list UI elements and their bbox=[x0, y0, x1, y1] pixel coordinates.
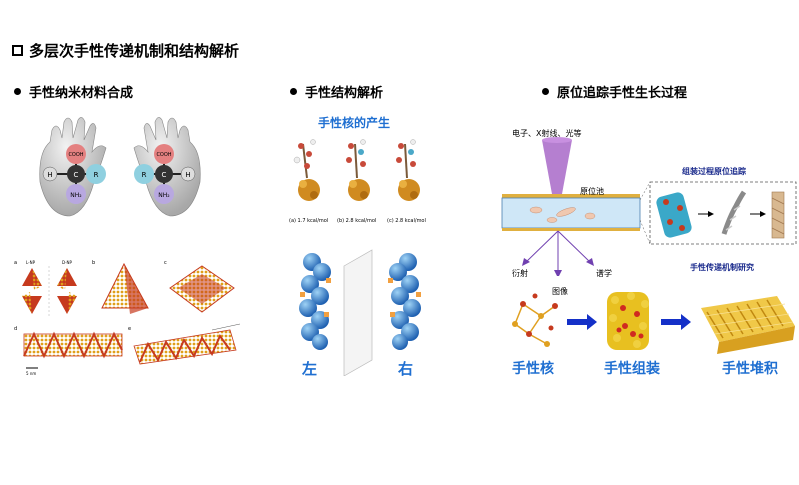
source-label: 电子、X射线、光等 bbox=[512, 129, 582, 138]
svg-text:L-NP: L-NP bbox=[26, 260, 36, 265]
twist-icon bbox=[721, 190, 747, 235]
section-structure: 手性结构解析 bbox=[290, 82, 383, 101]
stage-assembly: 手性组装 bbox=[604, 361, 660, 377]
arrow-right-icon bbox=[661, 314, 691, 330]
helix-mirror-illustration bbox=[299, 249, 421, 376]
svg-text:C: C bbox=[74, 171, 79, 179]
bullet-icon bbox=[290, 88, 297, 95]
bullet-icon bbox=[14, 88, 21, 95]
right-label: 右 bbox=[398, 360, 414, 378]
output-diffraction: 衍射 bbox=[512, 269, 528, 278]
svg-text:COOH: COOH bbox=[156, 152, 171, 158]
left-label: 左 bbox=[302, 360, 318, 378]
right-helix-icon bbox=[388, 253, 421, 350]
chiral-nucleus-heading: 手性核的产生 bbox=[318, 116, 391, 130]
svg-text:H: H bbox=[185, 171, 190, 179]
section-insitu: 原位追踪手性生长过程 bbox=[542, 82, 687, 101]
svg-text:H: H bbox=[47, 171, 52, 179]
mirror-plane bbox=[343, 249, 373, 376]
svg-text:D-NP: D-NP bbox=[62, 260, 73, 265]
svg-text:C: C bbox=[162, 171, 167, 179]
chiral-nucleus-icon bbox=[512, 293, 558, 347]
svg-text:(a) 1.7 kcal/mol: (a) 1.7 kcal/mol bbox=[289, 218, 328, 224]
svg-text:R: R bbox=[142, 171, 147, 179]
stage-nucleus: 手性核 bbox=[512, 361, 554, 377]
svg-text:R: R bbox=[94, 171, 99, 179]
chirality-stage-progression bbox=[512, 292, 795, 354]
svg-text:5 nm: 5 nm bbox=[26, 371, 36, 376]
left-helix-icon bbox=[299, 253, 331, 350]
bullet-icon bbox=[542, 88, 549, 95]
stage-stacking: 手性堆积 bbox=[722, 361, 778, 377]
mechanism-label: 手性传递机制研究 bbox=[690, 263, 754, 272]
chiral-stacking-icon bbox=[701, 296, 795, 354]
svg-text:d: d bbox=[14, 326, 17, 332]
svg-text:NH₂: NH₂ bbox=[158, 192, 170, 199]
cluster-icon bbox=[656, 192, 692, 238]
beam-cone bbox=[542, 140, 572, 194]
assembly-tracking-label: 组装过程原位追踪 bbox=[682, 167, 746, 176]
svg-text:COOH: COOH bbox=[68, 152, 83, 158]
chiral-nucleus-molecules: (a) 1.7 kcal/mol (b) 2.8 kcal/mol (c) 2.… bbox=[289, 139, 426, 224]
assembly-tracking-inset bbox=[640, 181, 797, 245]
chiral-assembly-icon bbox=[607, 292, 649, 350]
svg-text:e: e bbox=[128, 326, 131, 332]
svg-text:c: c bbox=[164, 260, 167, 266]
cell-label: 原位池 bbox=[580, 187, 604, 196]
svg-text:a: a bbox=[14, 260, 17, 266]
svg-text:b: b bbox=[92, 260, 95, 266]
square-bullet-icon bbox=[12, 45, 23, 56]
svg-text:NH₂: NH₂ bbox=[70, 192, 82, 199]
arrow-right-icon bbox=[567, 314, 597, 330]
svg-text:(c) 2.8 kcal/mol: (c) 2.8 kcal/mol bbox=[387, 218, 426, 224]
insitu-cell-diagram bbox=[501, 137, 641, 276]
svg-text:(b) 2.8 kcal/mol: (b) 2.8 kcal/mol bbox=[337, 218, 376, 224]
molecule-a bbox=[293, 139, 320, 201]
chiral-hands-illustration: H C R COOH NH₂ R C H COOH NH₂ bbox=[39, 117, 201, 217]
section-synthesis: 手性纳米材料合成 bbox=[14, 82, 133, 101]
molecule-c bbox=[396, 139, 420, 201]
nanoparticle-panels: a L-NP D-NP b c d 5 nm e bbox=[14, 260, 241, 376]
page-title: 多层次手性传递机制和结构解析 bbox=[12, 40, 239, 61]
output-spectroscopy: 谱学 bbox=[596, 269, 612, 278]
molecule-b bbox=[346, 139, 370, 201]
bundle-icon bbox=[771, 191, 785, 239]
output-imaging: 图像 bbox=[552, 287, 568, 296]
